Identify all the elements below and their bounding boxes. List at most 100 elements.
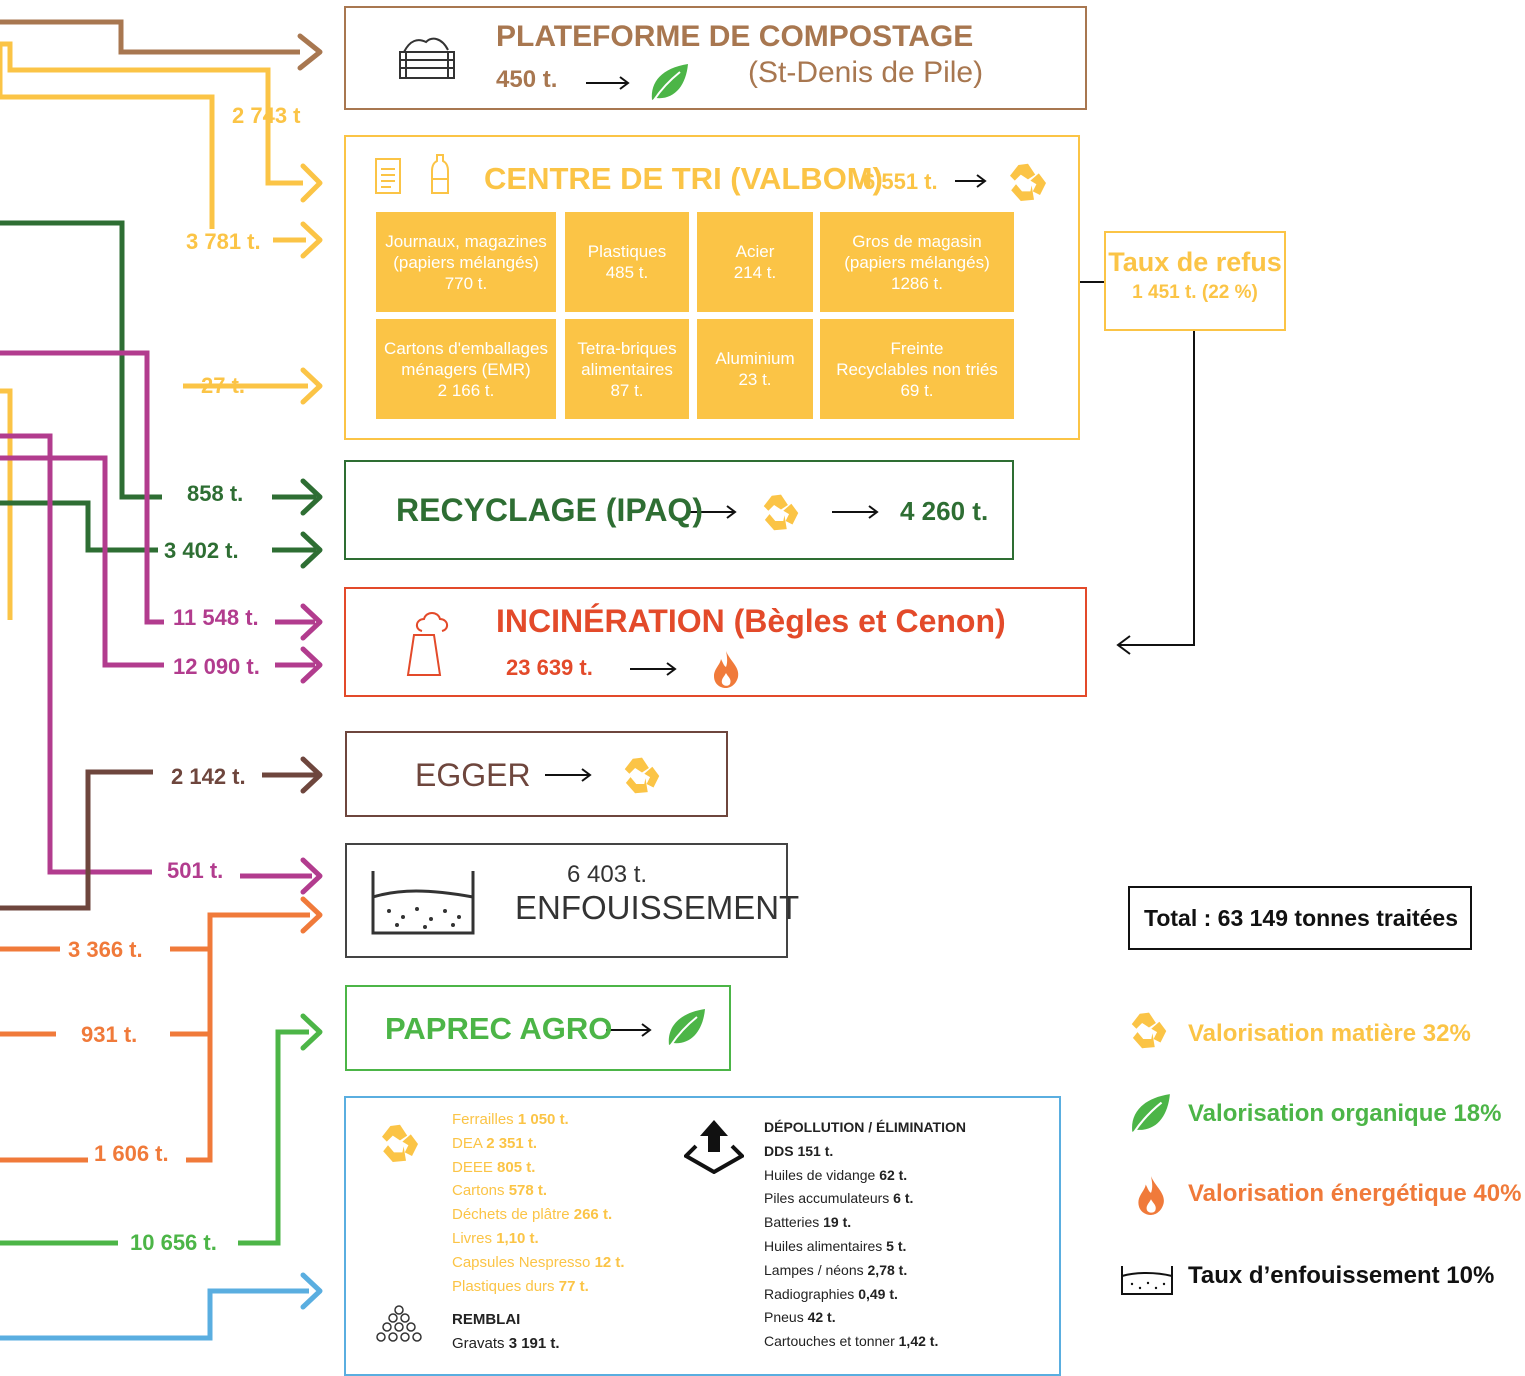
document-icon [375,158,401,194]
tri-cell-value: 23 t. [738,370,772,389]
list-item: Piles accumulateurs 6 t. [764,1190,914,1207]
list-item: Cartouches et tonner 1,42 t. [764,1333,939,1350]
total-label: Total : 63 149 tonnes traitées [1144,905,1459,931]
refus-box: Taux de refus 1 451 t. (22 %) [1104,231,1286,331]
tri-cell-value: 2 166 t. [437,380,495,400]
enfouissement-amount: 6 403 t. [567,861,648,888]
recycle-icon [619,753,665,799]
leaf-icon [646,60,690,104]
recyclage-title: RECYCLAGE (IPAQ) [396,492,703,528]
legend-label: Taux d’enfouissement 10% [1188,1262,1495,1289]
compostage-location: (St-Denis de Pile) [748,56,984,89]
tri-cell-plastiques: Plastiques 485 t. [565,212,689,312]
total-box: Total : 63 149 tonnes traitées [1128,886,1472,950]
flow-label: 3 781 t. [186,229,261,254]
tri-cell-gros-magasin: Gros de magasin (papiers mélangés) 1286 … [820,212,1014,312]
compostage-amount: 450 t. [496,66,558,93]
hazard-arrow-icon [684,1120,744,1174]
tri-cell-tetra: Tetra-briques alimentaires 87 t. [565,319,689,419]
flow-label: 2 142 t. [171,764,246,789]
tri-cell-value: 1286 t. [891,273,943,293]
enfouissement-box: 6 403 t. ENFOUISSEMENT [345,843,799,958]
refus-value: 1 451 t. (22 %) [1132,282,1258,303]
depollution-title: DÉPOLLUTION / ÉLIMINATION [764,1119,966,1135]
flow-label: 27 t. [201,373,246,398]
flow-label: 11 548 t. [173,605,259,630]
tri-cell-label: alimentaires [581,359,673,379]
flow-label: 1 606 t. [94,1141,169,1166]
flow-label: 501 t. [167,858,224,883]
flame-icon [1134,1174,1168,1216]
recyclage-amount: 4 260 t. [900,496,989,526]
tri-cell-label: Aluminium [715,349,795,368]
tri-cell-label: Acier [735,242,775,261]
list-item: Cartons 578 t. [452,1182,548,1200]
list-item: Ferrailles 1 050 t. [452,1111,569,1128]
recycle-icon [1126,1008,1172,1054]
tri-cell-freinte: Freinte Recyclables non triés 69 t. [820,319,1014,419]
egger-title: EGGER [415,757,531,793]
tri-cell-label: Journaux, magazines [385,231,547,251]
flow-label: 3 402 t. [164,538,239,563]
tri-cell-label: (papiers mélangés) [393,252,539,272]
tri-cell-label: Cartons d'emballages [384,338,548,358]
list-item: DEA 2 351 t. [452,1134,538,1152]
centre-tri-title: CENTRE DE TRI (VALBOM) [484,161,883,196]
flame-icon [710,649,742,689]
landfill-icon [371,871,475,935]
list-item: Gravats 3 191 t. [452,1334,560,1352]
tri-cell-journaux: Journaux, magazines (papiers mélangés) 7… [376,212,556,312]
recyclables-list: Ferrailles 1 050 t. DEA 2 351 t. DEEE 80… [452,1108,625,1298]
rubble-icon [376,1305,422,1342]
refus-title: Taux de refus [1108,247,1282,277]
recyclage-box: RECYCLAGE (IPAQ) 4 260 t. [344,460,1014,560]
flow-label: 12 090 t. [173,654,260,679]
list-item: Déchets de plâtre 266 t. [452,1206,613,1224]
tri-cell-cartons: Cartons d'emballages ménagers (EMR) 2 16… [376,319,556,419]
flow-label: 10 656 t. [130,1230,217,1255]
bottle-icon [431,154,449,194]
list-item: Huiles de vidange 62 t. [764,1166,908,1183]
autres-box: Ferrailles 1 050 t. DEA 2 351 t. DEEE 80… [344,1096,1061,1376]
list-item: Huiles alimentaires 5 t. [764,1237,907,1254]
agro-box: PAPREC AGRO [345,985,731,1071]
remblai-title: REMBLAI [452,1311,521,1328]
flow-label: 931 t. [81,1022,138,1047]
tri-cell-value: 485 t. [605,263,649,282]
legend-label: Valorisation organique 18% [1188,1100,1502,1127]
tri-cell-value: 87 t. [610,380,644,400]
recycle-icon [376,1120,424,1168]
tri-cell-acier: Acier 214 t. [697,212,813,312]
list-item: DDS 151 t. [764,1142,834,1159]
compostage-box: PLATEFORME DE COMPOSTAGE 450 t. (St-Deni… [344,6,1087,110]
leaf-icon [1126,1090,1172,1136]
tri-cell-value: 770 t. [444,273,488,293]
list-item: DEEE 805 t. [452,1158,536,1176]
tri-cell-label: Gros de magasin [852,231,982,251]
recycle-icon [1004,159,1052,207]
incineration-title: INCINÉRATION (Bègles et Cenon) [496,603,1006,639]
flow-label: 2 743 t [232,103,301,128]
flow-label: 3 366 t. [68,937,143,962]
list-item: Radiographies 0,49 t. [764,1285,898,1302]
tri-cell-value: 69 t. [900,380,934,400]
tri-cell-label: Tetra-briques [577,338,677,358]
legend-label: Valorisation énergétique 40% [1188,1180,1522,1207]
leaf-icon [663,1005,707,1049]
incineration-amount: 23 639 t. [506,655,593,680]
centre-tri-amount: 6 551 t. [863,169,938,194]
incineration-box: INCINÉRATION (Bègles et Cenon) 23 639 t. [344,587,1087,697]
tri-cell-label: Freinte [890,338,944,358]
enfouissement-title: ENFOUISSEMENT [515,889,800,926]
flow-label: 858 t. [187,481,244,506]
compost-crate-icon [399,37,455,79]
centre-tri-box: CENTRE DE TRI (VALBOM) 6 551 t. Journaux… [344,135,1080,440]
recycle-icon [758,490,804,536]
egger-box: EGGER [345,731,728,817]
landfill-icon [1121,1266,1173,1295]
remblai-block: REMBLAI Gravats 3 191 t. [452,1308,560,1356]
list-item: Lampes / néons 2,78 t. [764,1261,908,1278]
tri-cell-aluminium: Aluminium 23 t. [697,319,813,419]
tri-cell-value: 214 t. [733,263,777,282]
